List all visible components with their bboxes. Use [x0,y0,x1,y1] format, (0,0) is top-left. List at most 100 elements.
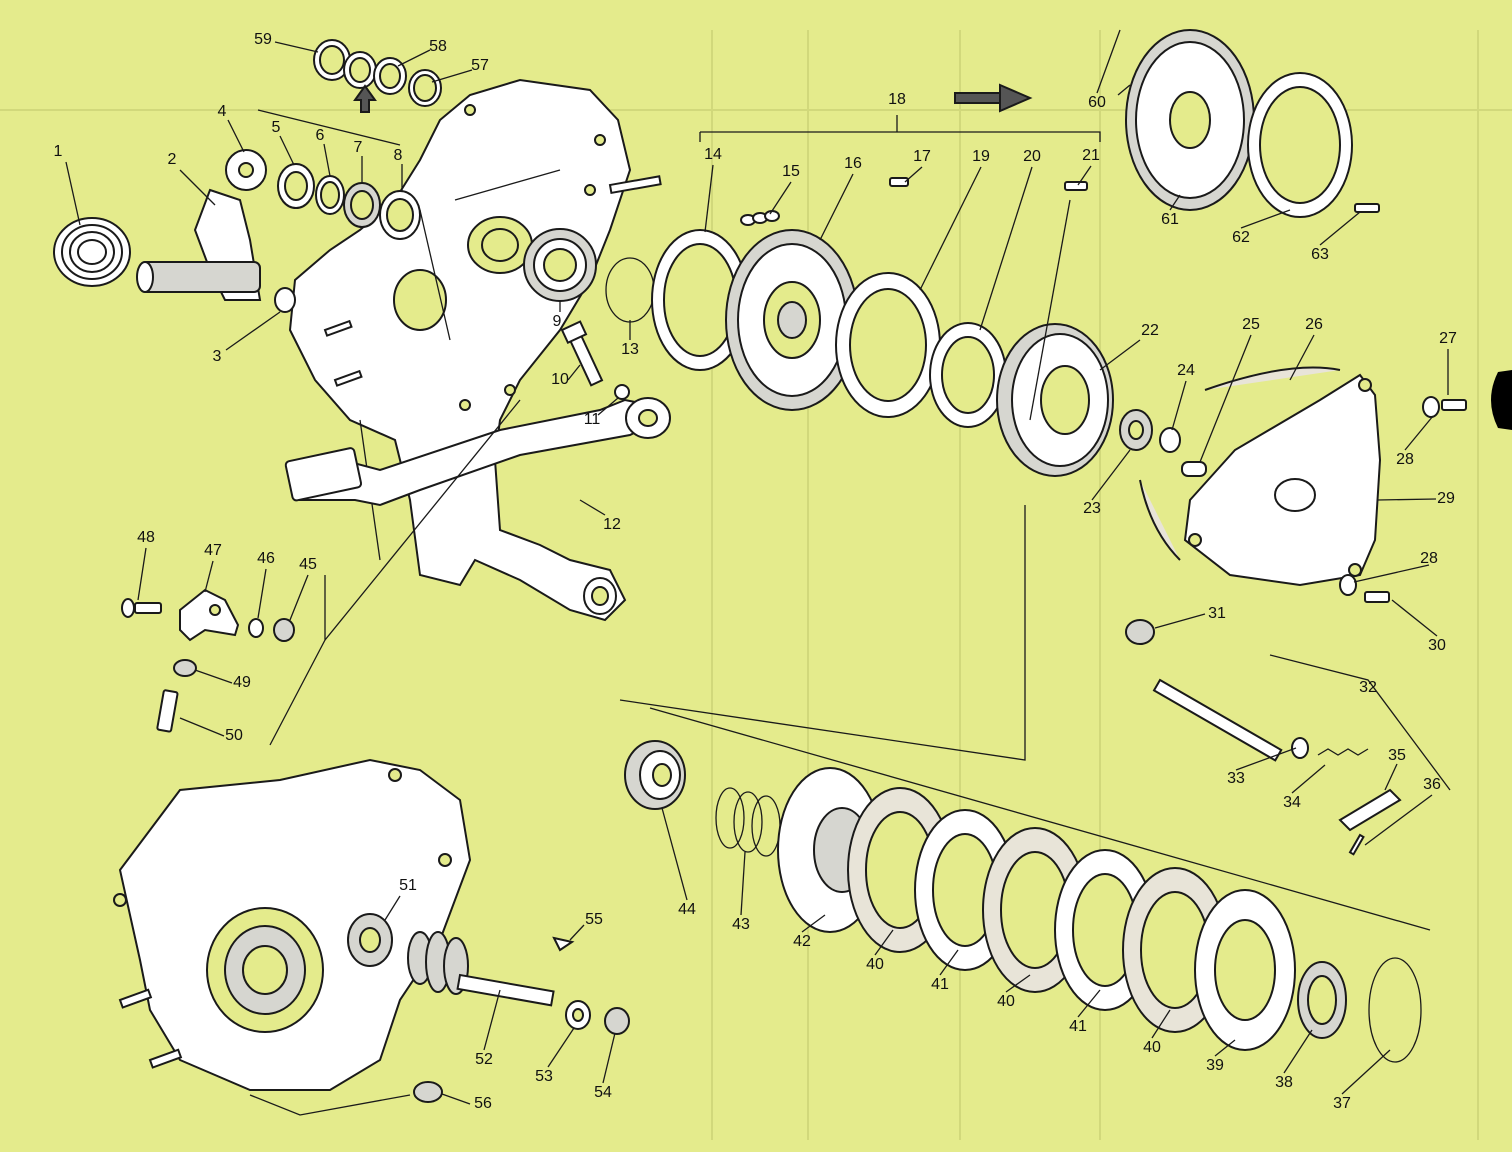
callout-18: 18 [888,91,906,108]
callout-35: 35 [1388,747,1406,764]
clutch-bell-19 [835,272,941,418]
callout-20: 20 [1023,148,1041,165]
callout-32: 32 [1359,679,1377,696]
callout-42: 42 [793,933,811,950]
plate-20 [929,322,1007,428]
callout-16: 16 [844,155,862,172]
callout-38: 38 [1275,1074,1293,1091]
clutch-center-44 [624,740,686,810]
callout-5: 5 [272,119,281,136]
direction-arrow-icon [954,83,1033,113]
callout-33: 33 [1227,770,1245,787]
callout-49: 49 [233,674,251,691]
callout-48: 48 [137,529,155,546]
callout-10: 10 [551,371,569,388]
clutch-spring-43 [715,787,781,857]
kickstart-pinion-gear [225,149,267,191]
callout-30: 30 [1428,637,1446,654]
kickstart-shaft-segment [136,188,296,313]
gear-cluster-52 [407,931,555,1007]
callout-62: 62 [1232,229,1250,246]
callout-56: 56 [474,1095,492,1112]
callout-23: 23 [1083,500,1101,517]
primary-gear-61 [1125,29,1255,211]
callout-58: 58 [429,38,447,55]
callout-60: 60 [1088,94,1106,111]
callout-27: 27 [1439,330,1457,347]
callout-51: 51 [399,877,417,894]
callout-22: 22 [1141,322,1159,339]
bolt-48 [121,598,162,618]
callout-28: 28 [1396,451,1414,468]
clutch-cover-29 [1139,366,1382,587]
clutch-gear-16 [725,229,859,411]
page-tab-marker [1491,370,1512,430]
callout-52: 52 [475,1051,493,1068]
callout-9: 9 [553,313,562,330]
callout-12: 12 [603,516,621,533]
leader-lines [65,29,1451,1116]
callout-21: 21 [1082,147,1100,164]
pushrod-assembly [1125,619,1402,856]
callout-17: 17 [913,148,931,165]
callout-24: 24 [1177,362,1195,379]
washer-nut-45-46-49-50 [156,618,295,733]
kickstart-return-spring [53,217,131,287]
callout-6: 6 [316,127,325,144]
spring-15 [740,210,780,226]
callout-19: 19 [972,148,990,165]
retainer-38-circlip-37 [1297,957,1422,1063]
callout-44: 44 [678,901,696,918]
callout-2: 2 [168,151,177,168]
callout-39: 39 [1206,1057,1224,1074]
callout-1: 1 [54,143,63,160]
kickstart-lever [284,397,671,507]
callout-14: 14 [704,146,722,163]
callout-41: 41 [931,976,949,993]
callout-11: 11 [584,411,601,428]
cover-screws-27-28-30 [1339,396,1467,603]
callout-46: 46 [257,550,275,567]
callout-31: 31 [1208,605,1226,622]
callout-43: 43 [732,916,750,933]
callout-54: 54 [594,1084,612,1101]
callout-53: 53 [535,1068,553,1085]
callout-55: 55 [585,911,603,928]
callout-26: 26 [1305,316,1323,333]
callout-41: 41 [1069,1018,1087,1035]
callout-36: 36 [1423,776,1441,793]
pressure-plate-39 [1194,889,1296,1051]
callout-57: 57 [471,57,489,74]
callout-47: 47 [204,542,222,559]
callout-28: 28 [1420,550,1438,567]
gasket-14 [651,229,749,371]
callout-50: 50 [225,727,243,744]
callout-13: 13 [621,341,639,358]
callout-40: 40 [997,993,1015,1010]
callout-34: 34 [1283,794,1301,811]
bearing-51 [347,913,393,967]
callout-7: 7 [354,139,363,156]
pin-17-21 [889,177,1088,191]
bracket-47 [179,588,240,642]
callout-29: 29 [1437,490,1455,507]
main-bearing [523,228,597,302]
pin-63 [1354,203,1380,213]
callout-3: 3 [213,348,222,365]
callout-15: 15 [782,163,800,180]
callout-63: 63 [1311,246,1329,263]
callout-8: 8 [394,147,403,164]
callout-45: 45 [299,556,317,573]
callout-4: 4 [218,103,227,120]
callout-59: 59 [254,31,272,48]
shim-washers-top [277,39,442,240]
kickstart-bolt [560,320,630,400]
callout-61: 61 [1161,211,1179,228]
callout-25: 25 [1242,316,1260,333]
small-parts-23-24-25 [1119,409,1207,477]
callout-40: 40 [1143,1039,1161,1056]
clutch-housing-62 [1247,72,1353,218]
engine-case-half [288,78,662,622]
